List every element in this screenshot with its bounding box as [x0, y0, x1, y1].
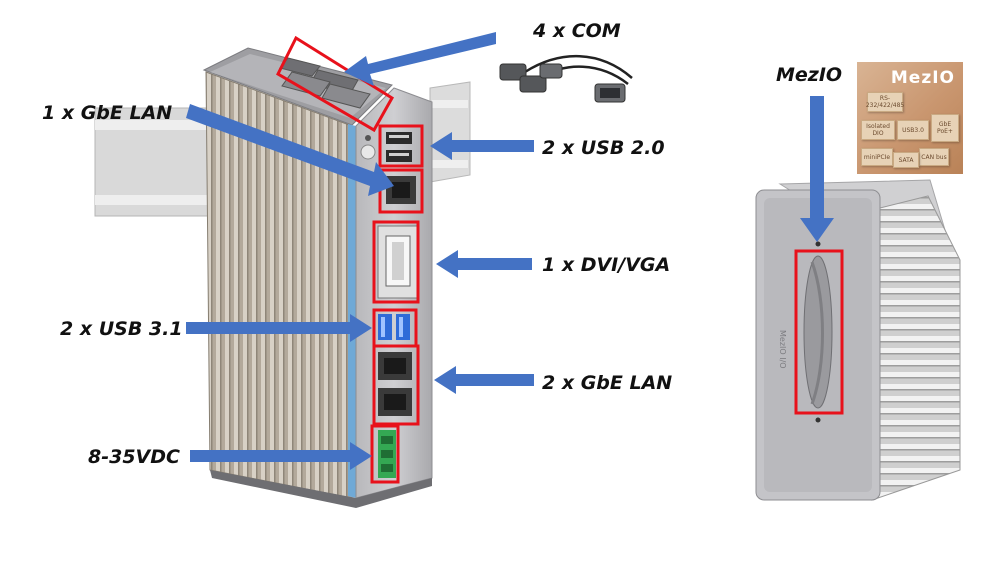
- badge-block-rs232: RS-232/422/485: [866, 92, 904, 112]
- arrows-left: [186, 32, 534, 470]
- highlight-lan-dual: [372, 344, 420, 426]
- arrow-lan-dual: [434, 366, 534, 394]
- usb2-ports: [386, 132, 412, 162]
- label-usb2: 2 x USB 2.0: [542, 137, 665, 159]
- label-dvi: 1 x DVI/VGA: [542, 254, 671, 276]
- usb3-ports: [378, 314, 410, 340]
- mezio-logo: MezIO: [890, 68, 955, 88]
- lan-port-single: [386, 176, 416, 204]
- label-lan-top: 1 x GbE LAN: [42, 102, 173, 124]
- label-mezio: MezIO: [776, 64, 843, 86]
- arrow-com: [344, 32, 496, 86]
- highlight-com: [276, 35, 395, 133]
- arrow-power: [190, 442, 372, 470]
- highlight-mezio: [794, 249, 844, 415]
- badge-block-poe: GbE PoE+: [931, 114, 959, 142]
- embedded-pc-side-view: MezIO I/O: [755, 179, 961, 501]
- power-button: [360, 144, 376, 160]
- mezio-slot: [803, 255, 833, 409]
- highlight-power: [370, 424, 400, 484]
- label-power: 8-35VDC: [88, 446, 180, 468]
- com-connectors: [279, 57, 371, 109]
- power-terminal: [378, 430, 396, 478]
- label-usb3: 2 x USB 3.1: [60, 318, 183, 340]
- arrow-lan-top: [186, 104, 394, 196]
- highlight-usb2: [378, 124, 424, 168]
- arrow-usb3: [186, 314, 372, 342]
- badge-block-minipcie: miniPCIe: [861, 148, 893, 166]
- badge-block-usb3: USB3.0: [897, 120, 929, 140]
- svg-text:MezIO I/O: MezIO I/O: [778, 330, 787, 369]
- arrow-usb2: [430, 132, 534, 160]
- highlight-dvi: [372, 220, 420, 304]
- badge-block-sata: SATA: [893, 152, 919, 168]
- badge-block-dio: Isolated DIO: [861, 120, 895, 140]
- arrow-dvi: [436, 250, 532, 278]
- badge-block-canbus: CAN bus: [919, 148, 949, 166]
- lan-ports-dual: [378, 352, 412, 416]
- label-lan-dual: 2 x GbE LAN: [542, 372, 673, 394]
- mezio-badge: MezIO RS-232/422/485 Isolated DIO USB3.0…: [857, 62, 963, 174]
- label-com: 4 x COM: [533, 20, 621, 42]
- dvi-port: [377, 225, 419, 299]
- com-cable-icon: [499, 55, 633, 103]
- arrow-mezio: [800, 96, 834, 242]
- highlight-boxes: [276, 35, 424, 484]
